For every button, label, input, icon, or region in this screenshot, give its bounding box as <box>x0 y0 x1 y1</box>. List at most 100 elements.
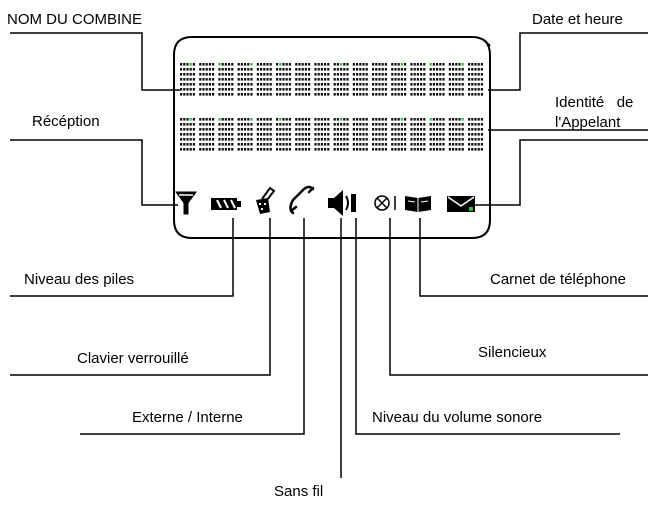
matrix-dot <box>288 63 291 66</box>
matrix-dot <box>336 73 339 76</box>
matrix-dot <box>436 143 439 146</box>
matrix-dot <box>471 138 474 141</box>
matrix-dot <box>391 143 394 146</box>
matrix-dot <box>452 123 455 126</box>
matrix-dot <box>221 148 224 151</box>
matrix-dot <box>336 63 339 66</box>
matrix-dot <box>218 118 221 121</box>
matrix-dot <box>468 133 471 136</box>
matrix-dot <box>186 148 189 151</box>
label-identite-line2: l'Appelant <box>555 114 621 131</box>
matrix-dot <box>288 123 291 126</box>
matrix-dot <box>205 123 208 126</box>
matrix-dot <box>199 148 202 151</box>
matrix-dot <box>372 93 375 96</box>
matrix-dot <box>378 88 381 91</box>
matrix-dot <box>276 73 279 76</box>
matrix-dot <box>224 83 227 86</box>
matrix-dot <box>263 73 266 76</box>
matrix-dot <box>308 138 311 141</box>
matrix-dot <box>301 148 304 151</box>
matrix-dot <box>250 73 253 76</box>
matrix-dot <box>208 118 211 121</box>
matrix-dot <box>285 138 288 141</box>
matrix-dot <box>423 78 426 81</box>
matrix-dot <box>404 148 407 151</box>
matrix-dot <box>244 83 247 86</box>
matrix-dot <box>340 68 343 71</box>
matrix-dot <box>314 123 317 126</box>
matrix-dot <box>202 118 205 121</box>
matrix-dot <box>308 63 311 66</box>
matrix-dot <box>314 93 317 96</box>
matrix-dot <box>416 123 419 126</box>
matrix-dot <box>420 118 423 121</box>
matrix-dot <box>314 63 317 66</box>
matrix-dot <box>381 93 384 96</box>
matrix-dot <box>413 118 416 121</box>
matrix-dot <box>288 118 291 121</box>
matrix-dot <box>442 143 445 146</box>
matrix-dot <box>202 88 205 91</box>
matrix-dot <box>228 128 231 131</box>
matrix-dot <box>471 83 474 86</box>
matrix-dot <box>276 88 279 91</box>
matrix-dot <box>317 148 320 151</box>
matrix-dot <box>413 143 416 146</box>
matrix-dot <box>442 73 445 76</box>
matrix-dot <box>266 63 269 66</box>
matrix-dot <box>461 118 464 121</box>
matrix-dot <box>423 128 426 131</box>
matrix-dot <box>186 128 189 131</box>
matrix-dot <box>221 118 224 121</box>
matrix-dot <box>320 128 323 131</box>
matrix-dot <box>244 63 247 66</box>
matrix-dot <box>365 93 368 96</box>
matrix-dot <box>186 88 189 91</box>
matrix-dot <box>394 148 397 151</box>
matrix-dot <box>295 93 298 96</box>
label-niveau-des-piles: Niveau des piles <box>24 271 135 288</box>
matrix-dot <box>269 88 272 91</box>
matrix-dot <box>416 83 419 86</box>
matrix-dot <box>228 143 231 146</box>
matrix-dot <box>224 73 227 76</box>
dot-matrix-row-2 <box>180 118 483 151</box>
matrix-dot <box>208 133 211 136</box>
matrix-dot <box>391 78 394 81</box>
matrix-dot <box>413 138 416 141</box>
matrix-dot <box>372 128 375 131</box>
matrix-dot <box>263 123 266 126</box>
matrix-dot <box>416 73 419 76</box>
matrix-dot <box>282 138 285 141</box>
matrix-dot <box>231 118 234 121</box>
matrix-dot <box>237 128 240 131</box>
matrix-dot <box>343 93 346 96</box>
matrix-dot <box>474 118 477 121</box>
leader-reception <box>10 139 178 206</box>
matrix-dot <box>285 83 288 86</box>
matrix-dot <box>432 133 435 136</box>
matrix-dot <box>452 93 455 96</box>
matrix-dot <box>237 83 240 86</box>
matrix-dot <box>471 133 474 136</box>
matrix-dot <box>416 63 419 66</box>
matrix-dot <box>378 133 381 136</box>
matrix-dot <box>301 68 304 71</box>
matrix-dot <box>247 133 250 136</box>
matrix-dot <box>404 143 407 146</box>
matrix-dot <box>276 138 279 141</box>
matrix-dot <box>247 83 250 86</box>
matrix-dot <box>240 68 243 71</box>
matrix-dot <box>397 93 400 96</box>
matrix-dot <box>324 133 327 136</box>
matrix-dot <box>404 73 407 76</box>
matrix-dot <box>455 93 458 96</box>
matrix-dot <box>282 68 285 71</box>
matrix-dot <box>436 68 439 71</box>
matrix-dot <box>452 68 455 71</box>
matrix-dot <box>221 138 224 141</box>
matrix-dot <box>218 73 221 76</box>
label-sans-fil: Sans fil <box>274 483 324 500</box>
leader-date-et-heure <box>488 32 648 91</box>
